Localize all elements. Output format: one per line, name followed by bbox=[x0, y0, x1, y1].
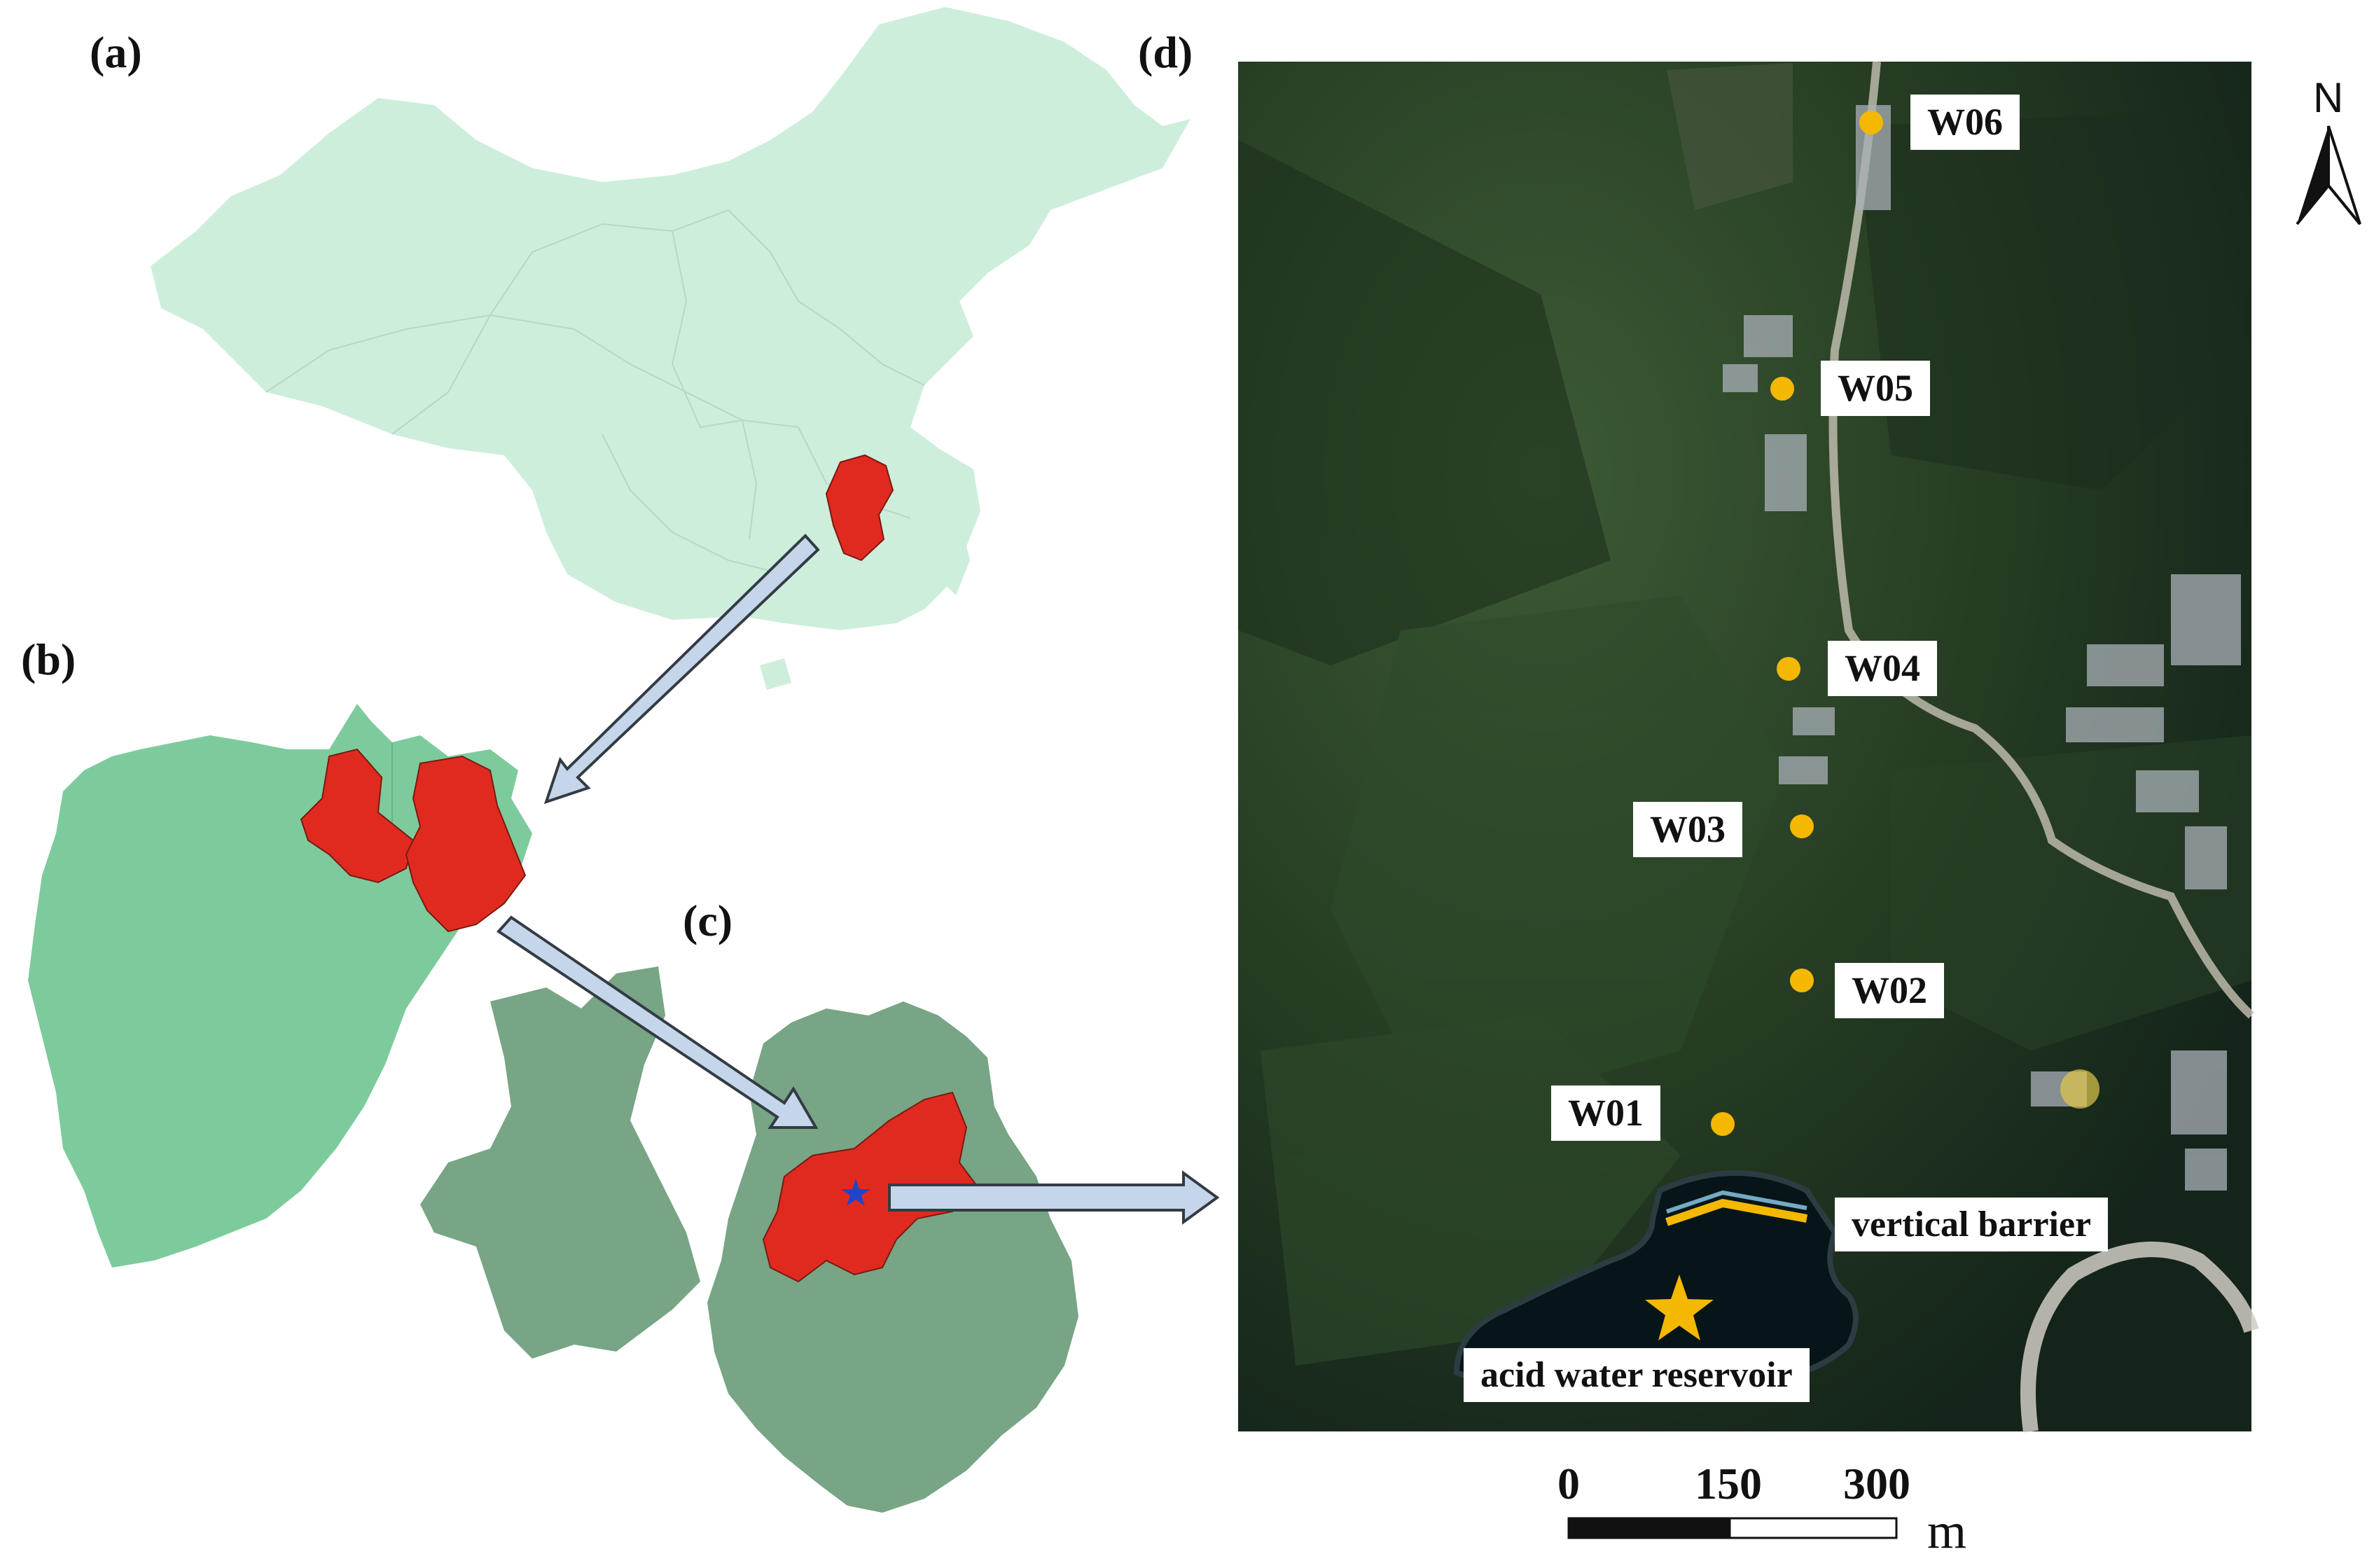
scale-bar bbox=[1567, 1517, 1898, 1539]
barrier-label: vertical barrier bbox=[1835, 1198, 2109, 1252]
county-east-outline bbox=[707, 1001, 1078, 1513]
arrow-jiangxi-to-county bbox=[496, 915, 819, 1129]
curved-road bbox=[2020, 1242, 2259, 1433]
site-label-w02: W02 bbox=[1835, 963, 1944, 1019]
panel-label-d: (d) bbox=[1138, 27, 1193, 77]
study-county-highlight bbox=[762, 1091, 982, 1283]
scale-unit: m bbox=[1927, 1503, 1967, 1559]
site-label-w03: W03 bbox=[1633, 802, 1742, 858]
province-borders bbox=[265, 209, 925, 575]
scale-tick-150: 150 bbox=[1695, 1459, 1762, 1508]
taiwan-island bbox=[942, 532, 970, 595]
scale-tick-300: 300 bbox=[1843, 1459, 1910, 1508]
site-label-w05: W05 bbox=[1821, 361, 1930, 417]
reservoir-star-icon bbox=[1645, 1275, 1714, 1340]
site-label-w04: W04 bbox=[1828, 641, 1937, 697]
panel-label-c: (c) bbox=[683, 896, 733, 945]
panel-label-a: (a) bbox=[90, 27, 142, 77]
china-outline bbox=[151, 7, 1191, 630]
connector-arrows bbox=[496, 534, 1220, 1225]
jiangxi-map bbox=[28, 704, 532, 1268]
jiangxi-highlight-china bbox=[825, 454, 894, 562]
arrow-china-to-jiangxi bbox=[543, 534, 820, 805]
vertical-barrier-line bbox=[1665, 1198, 1808, 1226]
main-road bbox=[1828, 61, 2255, 1019]
site-label-w01: W01 bbox=[1551, 1085, 1660, 1142]
jiangxi-highlight-east bbox=[405, 755, 527, 933]
china-map bbox=[151, 7, 1191, 690]
reservoir-label: acid water reservoir bbox=[1464, 1348, 1810, 1403]
hainan-island bbox=[760, 658, 791, 690]
north-label: N bbox=[2313, 74, 2344, 121]
arrow-county-to-satellite bbox=[888, 1170, 1220, 1225]
site-markers bbox=[1711, 111, 1883, 1136]
jiangxi-highlight-west bbox=[300, 748, 415, 884]
site-label-w06: W06 bbox=[1910, 95, 2020, 151]
scale-tick-0: 0 bbox=[1557, 1459, 1580, 1508]
county-map bbox=[420, 966, 1078, 1513]
north-arrow-icon bbox=[2296, 125, 2361, 226]
buildings bbox=[1723, 105, 2241, 1191]
county-west-outline bbox=[420, 966, 700, 1359]
panel-label-b: (b) bbox=[21, 634, 76, 684]
study-site-star-icon bbox=[841, 1179, 870, 1206]
